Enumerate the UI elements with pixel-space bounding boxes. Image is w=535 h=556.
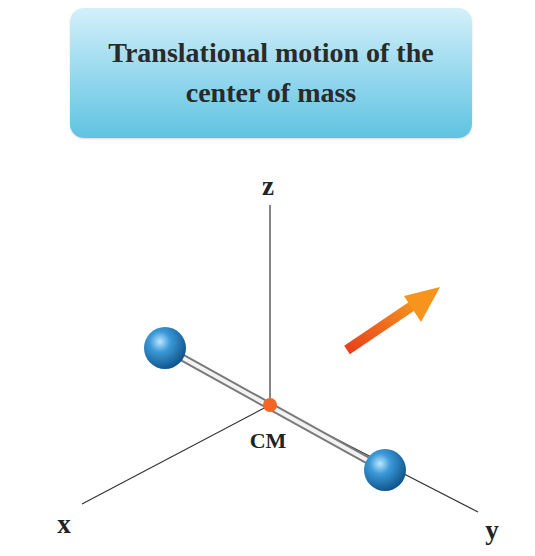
axes [82,205,478,512]
title-text: Translational motion of the center of ma… [70,33,472,113]
title-band: Translational motion of the center of ma… [70,8,472,138]
point-label: CM [250,428,287,454]
axis-label: y [485,515,499,546]
axis-label: z [262,171,274,202]
velocity-arrow [347,287,440,350]
axis-label: x [57,509,71,540]
dumbbell-rod [165,348,385,470]
mass-ball [144,327,186,369]
mass-ball [364,449,406,491]
center-of-mass-dot [263,398,277,412]
